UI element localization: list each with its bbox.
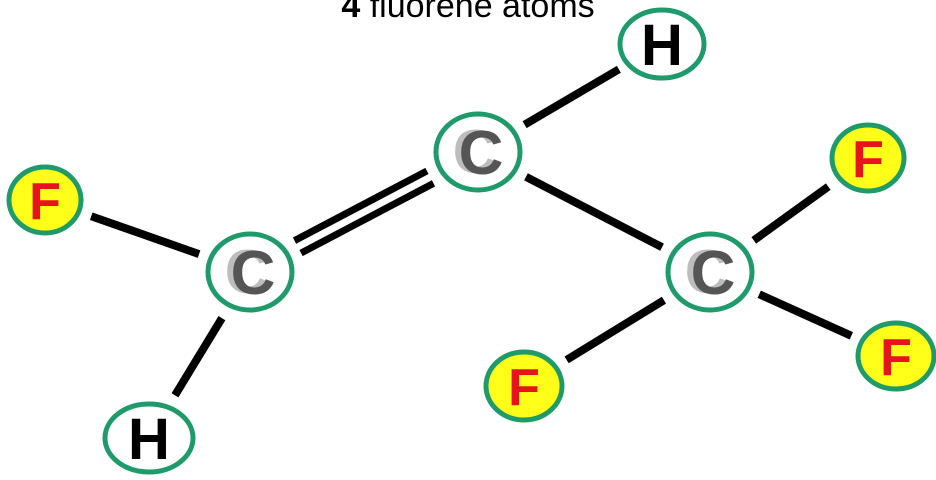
atom-label: F — [29, 173, 61, 231]
bond-c2-c3 — [524, 173, 664, 251]
atom-ring — [205, 231, 295, 313]
bond-line — [564, 296, 667, 364]
atom-label: C — [691, 239, 736, 308]
hydrogen-atom-icon: H — [102, 401, 196, 475]
bond-c1-c2 — [292, 167, 436, 257]
title-text: fluorene atoms — [369, 0, 595, 25]
fluorine-atom-icon: F — [829, 122, 907, 194]
atom-label-shadow: C — [453, 118, 498, 187]
bond-line — [89, 212, 201, 258]
bond-line — [299, 180, 436, 257]
bond-c2-h2 — [522, 65, 621, 129]
carbon-atom-icon: CC — [433, 111, 523, 193]
bond-line — [522, 65, 621, 129]
bond-f1-c1 — [89, 212, 201, 258]
atom-label-shadow: C — [225, 238, 270, 307]
atom-label: F — [852, 131, 884, 189]
atom-ring — [617, 7, 707, 81]
fluorine-atom-icon: F — [6, 164, 84, 236]
atom-ring — [433, 111, 523, 193]
hydrogen-atom-icon: H — [617, 7, 707, 81]
atom-label-shadow: C — [685, 238, 730, 307]
atom-label: F — [880, 329, 912, 387]
atom-label: F — [508, 359, 540, 417]
bond-line — [524, 173, 664, 251]
bond-c3-f4 — [564, 296, 667, 364]
bond-layer — [89, 65, 853, 398]
atom-label: H — [128, 407, 170, 472]
bond-c3-f3 — [757, 290, 853, 340]
bond-line — [751, 183, 831, 244]
title-count: 4 — [341, 0, 361, 25]
atom-ring — [6, 164, 84, 236]
bond-line — [757, 290, 853, 340]
atom-label: C — [231, 239, 276, 308]
atom-label: H — [641, 13, 683, 78]
bond-line — [171, 316, 226, 398]
atom-ring — [829, 122, 907, 194]
bond-h1-c1 — [171, 316, 226, 398]
bond-c3-f2 — [751, 183, 831, 244]
atom-ring — [855, 320, 936, 392]
atom-ring — [102, 401, 196, 475]
bond-line — [292, 167, 429, 244]
fluorine-atom-icon: F — [483, 349, 565, 423]
carbon-atom-icon: CC — [665, 231, 755, 313]
atom-ring — [665, 231, 755, 313]
carbon-atom-icon: CC — [205, 231, 295, 313]
fluorine-atom-icon: F — [855, 320, 936, 392]
atom-label: C — [459, 119, 504, 188]
atom-ring — [483, 349, 565, 423]
diagram-title: 4 fluorene atoms — [0, 0, 936, 26]
